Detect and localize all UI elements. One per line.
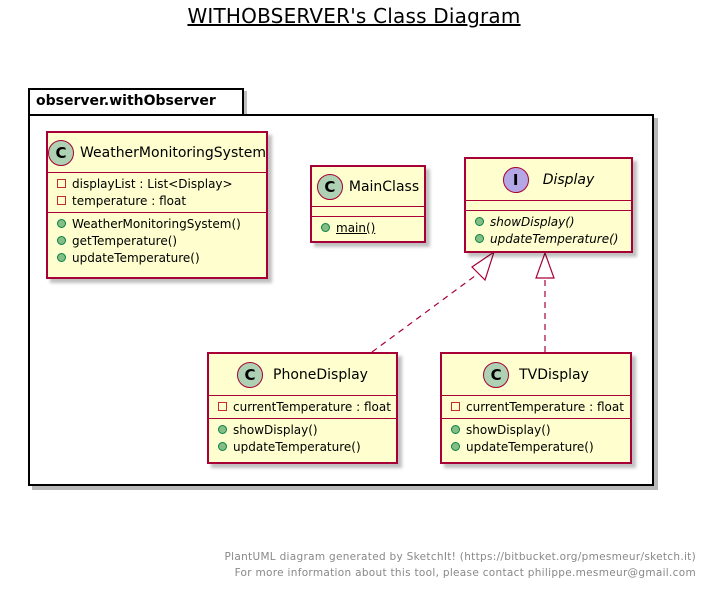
package-label: observer.withObserver	[28, 88, 244, 114]
method-row: showDisplay()	[466, 213, 631, 230]
class-name: WeatherMonitoringSystem	[79, 144, 267, 161]
method-compartment: showDisplay() updateTemperature()	[466, 211, 631, 250]
attribute-row: displayList : List<Display>	[48, 175, 266, 192]
interface-stereotype-icon: I	[502, 166, 529, 193]
class-name: MainClass	[348, 178, 420, 195]
class-stereotype-icon: C	[237, 361, 263, 388]
method-compartment: WeatherMonitoringSystem() getTemperature…	[48, 213, 266, 269]
realization-tv-to-display	[535, 251, 555, 352]
method-row: showDisplay()	[209, 421, 396, 438]
private-visibility-icon	[217, 402, 228, 411]
attribute-compartment: currentTemperature : float	[442, 396, 630, 419]
public-visibility-icon	[474, 217, 485, 226]
class-header: C TVDisplay	[442, 354, 630, 396]
public-visibility-icon	[450, 425, 461, 434]
realization-phone-to-display	[371, 250, 496, 353]
realization-arrowhead	[535, 251, 555, 279]
attribute-row: currentTemperature : float	[442, 398, 630, 415]
footer-line-1: PlantUML diagram generated by SketchIt! …	[224, 551, 696, 563]
method-compartment: showDisplay() updateTemperature()	[442, 419, 630, 458]
class-weather-monitoring-system[interactable]: C WeatherMonitoringSystem displayList : …	[46, 131, 268, 279]
class-stereotype-icon: C	[483, 361, 510, 388]
method-row: main()	[312, 219, 424, 236]
public-visibility-icon	[56, 219, 67, 228]
public-visibility-icon	[217, 442, 228, 451]
class-stereotype-icon: C	[316, 173, 343, 200]
method-row: updateTemperature()	[442, 438, 630, 455]
attribute-row: temperature : float	[48, 192, 266, 209]
class-main-class[interactable]: C MainClass main()	[310, 165, 426, 243]
class-header: I Display	[466, 159, 631, 201]
method-compartment: main()	[312, 217, 424, 239]
public-visibility-icon	[217, 425, 228, 434]
attribute-compartment: displayList : List<Display> temperature …	[48, 173, 266, 213]
class-phone-display[interactable]: C PhoneDisplay currentTemperature : floa…	[207, 352, 398, 464]
attribute-compartment	[312, 207, 424, 217]
method-row: WeatherMonitoringSystem()	[48, 215, 266, 232]
class-header: C PhoneDisplay	[209, 354, 396, 396]
class-name: PhoneDisplay	[273, 366, 368, 383]
public-visibility-icon	[56, 253, 67, 262]
public-visibility-icon	[320, 223, 331, 232]
footer-line-2: For more information about this tool, pl…	[234, 567, 696, 579]
public-visibility-icon	[450, 442, 461, 451]
class-header: C MainClass	[312, 167, 424, 207]
attribute-compartment: currentTemperature : float	[209, 396, 396, 419]
class-name: Display	[542, 171, 595, 188]
class-tv-display[interactable]: C TVDisplay currentTemperature : float s…	[440, 352, 632, 464]
realization-arrowhead	[471, 250, 496, 282]
attribute-row: currentTemperature : float	[209, 398, 396, 415]
diagram-title: WITHOBSERVER's Class Diagram	[187, 4, 521, 28]
method-row: updateTemperature()	[209, 438, 396, 455]
public-visibility-icon	[56, 236, 67, 245]
class-stereotype-icon: C	[47, 139, 74, 166]
method-row: updateTemperature()	[48, 249, 266, 266]
attribute-compartment	[466, 201, 631, 211]
private-visibility-icon	[56, 179, 67, 188]
method-row: updateTemperature()	[466, 230, 631, 247]
class-name: TVDisplay	[519, 366, 589, 383]
public-visibility-icon	[474, 234, 485, 243]
class-header: C WeatherMonitoringSystem	[47, 133, 267, 173]
method-compartment: showDisplay() updateTemperature()	[209, 419, 396, 458]
method-row: getTemperature()	[48, 232, 266, 249]
method-row: showDisplay()	[442, 421, 630, 438]
private-visibility-icon	[56, 196, 67, 205]
private-visibility-icon	[450, 402, 461, 411]
interface-display[interactable]: I Display showDisplay() updateTemperatur…	[464, 157, 633, 253]
